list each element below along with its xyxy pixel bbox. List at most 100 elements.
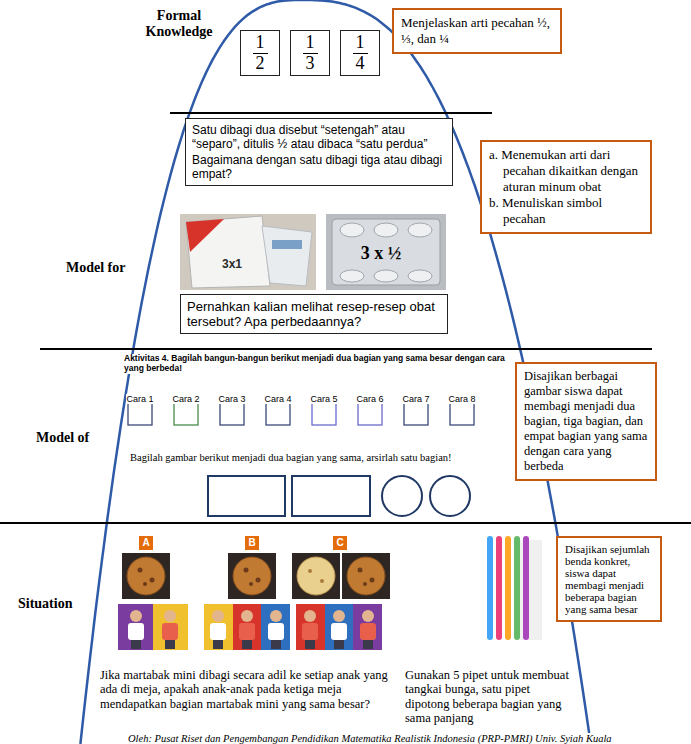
straw-photo [496,536,502,640]
fraction-box: 13 [290,30,330,76]
children-photo [271,640,281,649]
martabak-photo [122,553,390,599]
martabak-photo [122,553,170,599]
children-photo [162,623,178,640]
box-text: A [139,536,153,550]
martabak-photo [297,557,335,595]
children-photo [333,610,345,622]
martabak-photo [347,557,385,595]
medicine-photo [180,214,316,290]
level-name-holder: Model for [66,258,150,276]
children-photo [325,604,353,650]
way-label-holder: Cara 4 [262,388,294,406]
martabak-photo [249,582,253,586]
children-photo [239,623,255,640]
children-photo [334,640,344,649]
situation-task: Gunakan 5 pipet untuk membuat tangkai bu… [405,668,577,726]
blank-shape [220,401,244,425]
way-label-holder: Cara 2 [170,388,202,406]
martabak-photo [228,553,276,599]
box-text: Bagaimana dengan satu dibagi tiga atau d… [192,153,446,181]
blank-shape [312,401,336,425]
children-photo [302,623,318,640]
martabak-photo [320,579,324,583]
children-photo [270,610,282,622]
shape-to-divide [208,476,470,516]
box-text: C [333,536,347,550]
level-name: Situation [18,596,72,612]
box-text: Menjelaskan arti pecahan ½, ⅓, dan ¼ [401,15,553,47]
way-label-holder: Cara 1 [124,388,156,406]
box-text: B [245,536,259,550]
blister-photo [340,270,364,282]
level-name: Formal Knowledge [138,8,220,40]
way-label: Cara 2 [172,394,199,404]
medicine-photo [186,219,224,252]
level-name-holder: Formal Knowledge [138,8,220,40]
children-photo [131,640,141,649]
photo-text-holder: 3 x ½ [350,243,412,264]
blister-photo [326,214,446,290]
prompt-box: Satu dibagi dua disebut “setengah” atau … [185,118,453,186]
children-photo [331,623,347,640]
medicine-photo [262,226,312,286]
children-photo [164,610,176,622]
way-label: Cara 8 [448,394,475,404]
children-photo [128,623,144,640]
shape-to-divide [382,476,422,516]
group-letter: A [139,536,153,550]
numerator: 1 [353,33,368,54]
martabak-photo [370,578,375,583]
children-photo [360,623,376,640]
level-divider [170,112,492,114]
children-photo [162,623,376,640]
level-divider [0,113,691,523]
children-photo [304,610,316,622]
level-name-holder: Situation [18,594,94,612]
martabak-photo [358,568,363,573]
box-text: Disajikan berbagai gambar siswa dapat me… [524,369,648,474]
photo-text-holder: 3x1 [212,254,252,272]
prompt-box: Pernahkan kalian melihat resep-resep oba… [180,294,448,334]
children-photo [241,610,253,622]
level-name-holder: Model of [36,428,112,446]
way-label-holder: Cara 8 [446,388,478,406]
martabak-photo [143,582,147,586]
photo-text: 3x1 [222,258,242,272]
level-divider [40,348,652,350]
children-photo [204,604,233,650]
martabak-photo [233,557,271,595]
children-photo [213,640,223,649]
activity-instruction-holder: Aktivitas 4. Bagilah bangun-bangun berik… [124,354,509,375]
blank-shape [266,401,290,425]
children-photo [363,640,373,649]
straw-photo [487,536,493,640]
straw-photo [487,536,542,640]
blank-shape [450,401,474,425]
objective-box: a. Menemukan arti dari pecahan dikaitkan… [480,140,652,234]
blister-photo [374,223,398,237]
credit-caption: Oleh: Pusat Riset dan Pengembangan Pendi… [128,733,612,744]
box-text: a. Menemukan arti dari pecahan dikaitkan… [489,147,643,195]
group-letter: C [333,536,347,550]
martabak-photo [127,557,165,595]
objective-box: Disajikan sejumlah benda konkret, siswa … [556,536,662,622]
way-label: Cara 6 [356,394,383,404]
children-photo [165,640,175,649]
credit-caption-holder: Oleh: Pusat Riset dan Pengembangan Pendi… [128,728,688,744]
group-letter: B [245,536,259,550]
task-instruction: Bagilah gambar berikut menjadi dua bagia… [130,452,452,464]
way-label-holder: Cara 3 [216,388,248,406]
blister-photo [408,223,432,237]
box-text: Satu dibagi dua disebut “setengah” atau … [192,123,446,151]
martabak-photo [342,553,390,599]
shape-to-divide [292,476,370,516]
way-label: Cara 5 [310,394,337,404]
children-photo [130,610,374,622]
shape-to-divide [430,476,470,516]
martabak-photo [256,578,261,583]
straw-photo [505,536,511,640]
shape-to-divide [208,476,285,516]
blank-shape [404,401,428,425]
children-photo [305,640,315,649]
